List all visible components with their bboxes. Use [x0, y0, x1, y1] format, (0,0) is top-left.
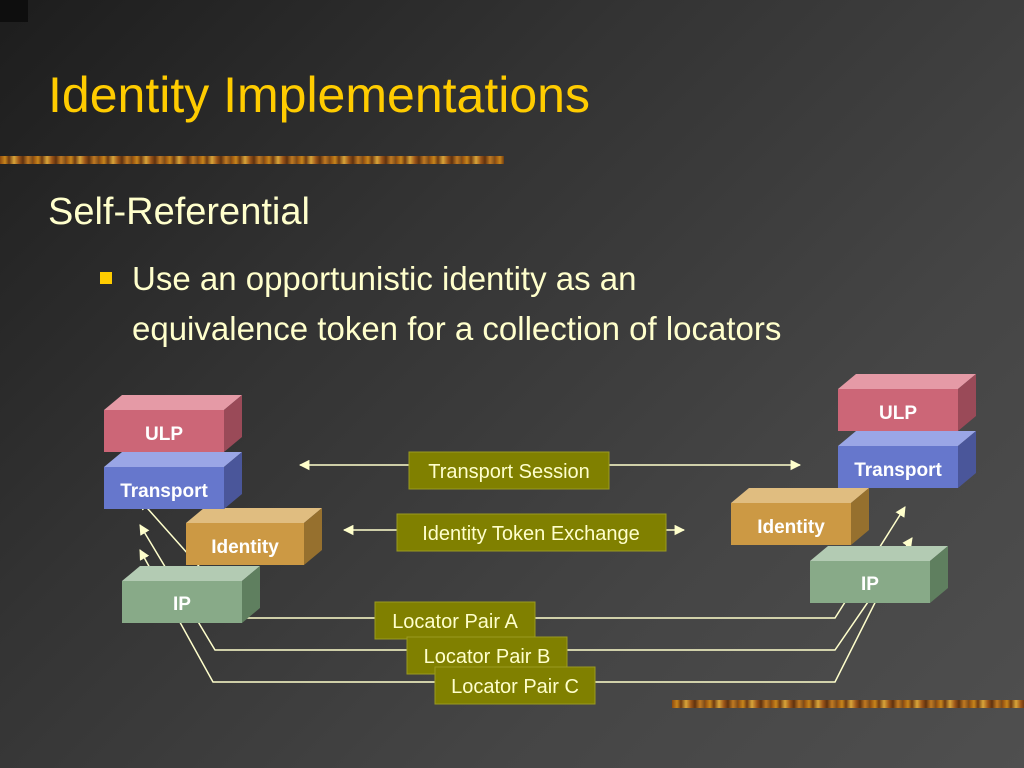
bullet-line-1: Use an opportunistic identity as an — [132, 260, 637, 297]
identity-token-exchange-label: Identity Token Exchange — [422, 523, 640, 545]
transport-session-label: Transport Session — [428, 461, 590, 483]
right-ip-label: IP — [861, 574, 879, 595]
corner-mark — [0, 0, 28, 22]
right-ulp-block: ULP — [838, 374, 976, 431]
left-transport-label: Transport — [120, 481, 208, 502]
identity-token-exchange-box: Identity Token Exchange — [396, 513, 667, 552]
decorative-bar-top — [0, 156, 504, 164]
left-transport-block: Transport — [104, 452, 242, 509]
left-stack: IP Identity Transport ULP — [104, 395, 322, 623]
bullet-line-2: equivalence token for a collection of lo… — [132, 310, 782, 347]
locator-pair-c-box: Locator Pair C — [434, 666, 596, 705]
left-ulp-label: ULP — [145, 424, 183, 445]
slide-subtitle: Self-Referential — [48, 191, 310, 233]
transport-session-box: Transport Session — [408, 451, 610, 490]
right-transport-block: Transport — [838, 431, 976, 488]
left-ulp-block: ULP — [104, 395, 242, 452]
right-identity-block: Identity — [731, 488, 869, 545]
bullet-item: Use an opportunistic identity as an equi… — [100, 254, 1000, 354]
right-transport-label: Transport — [854, 460, 942, 481]
locator-pair-c-label: Locator Pair C — [451, 676, 579, 698]
left-ip-label: IP — [173, 594, 191, 615]
bullet-square-icon — [100, 272, 112, 284]
slide-title: Identity Implementations — [48, 67, 590, 123]
locator-pair-b-label: Locator Pair B — [424, 646, 551, 668]
locator-pair-a-box: Locator Pair A — [374, 601, 536, 640]
left-identity-block: Identity — [186, 508, 322, 565]
right-ip-block: IP — [810, 546, 948, 603]
right-stack: IP Identity Transport ULP — [731, 374, 976, 603]
right-identity-label: Identity — [757, 517, 825, 538]
left-ip-block: IP — [122, 566, 260, 623]
decorative-bar-bottom — [672, 700, 1024, 708]
left-identity-label: Identity — [211, 537, 279, 558]
locator-pair-a-label: Locator Pair A — [392, 611, 518, 633]
right-ulp-label: ULP — [879, 403, 917, 424]
